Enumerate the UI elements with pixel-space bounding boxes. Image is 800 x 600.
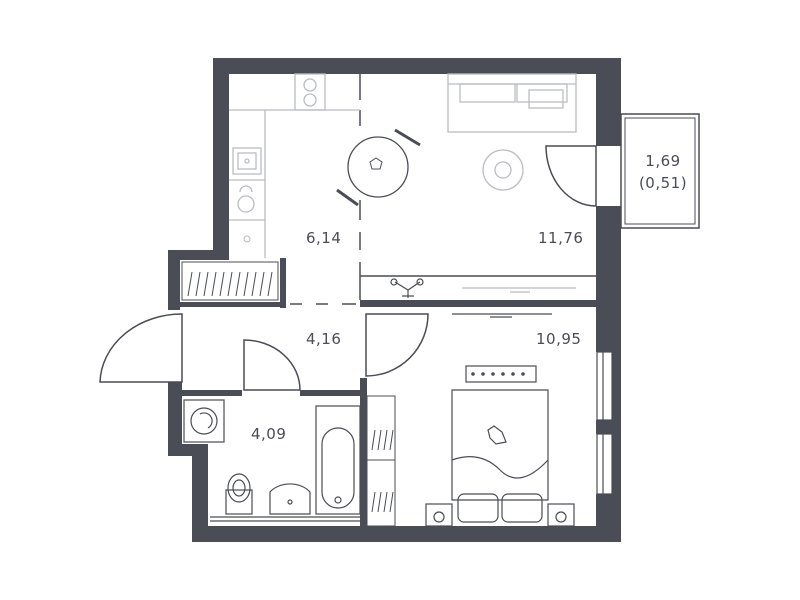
thin-partitions bbox=[290, 74, 596, 305]
balcony-door bbox=[545, 145, 597, 207]
tv-icon bbox=[452, 313, 552, 318]
bedroom-windows bbox=[596, 351, 613, 495]
balcony-reduced-area: (0,51) bbox=[638, 174, 688, 192]
coffee-table-icon bbox=[482, 149, 524, 191]
kitchen-area-label: 6,14 bbox=[306, 229, 342, 247]
bath-shelf-icon bbox=[210, 516, 360, 522]
nightstand-right-icon bbox=[547, 503, 575, 527]
balcony-area: 1,69 bbox=[645, 152, 681, 170]
bathroom-area-label: 4,09 bbox=[251, 425, 287, 443]
bathroom-door bbox=[243, 339, 301, 391]
sofa-icon bbox=[447, 73, 577, 133]
bathtub-icon bbox=[315, 405, 361, 515]
balcony-area-label: 1,69 (0,51) bbox=[636, 150, 690, 194]
walls bbox=[168, 58, 621, 542]
washbasin-icon bbox=[269, 483, 311, 515]
tv-stand-icon bbox=[462, 287, 576, 293]
sink-icon bbox=[232, 147, 262, 175]
bedroom-door bbox=[365, 313, 429, 377]
bedroom-area-label: 10,95 bbox=[536, 330, 582, 348]
wardrobe-icon bbox=[366, 395, 396, 527]
toy-icon bbox=[390, 278, 424, 298]
closet-icon bbox=[181, 261, 279, 301]
entrance-door bbox=[99, 313, 183, 383]
hallway-area-label: 4,16 bbox=[306, 330, 342, 348]
bed-icon bbox=[451, 365, 549, 523]
small-appliance-icon bbox=[243, 235, 251, 243]
dishwasher-icon bbox=[237, 185, 255, 213]
dining-table-icon bbox=[336, 128, 421, 207]
nightstand-left-icon bbox=[425, 503, 453, 527]
toilet-icon bbox=[225, 473, 253, 515]
washing-machine-icon bbox=[183, 399, 225, 443]
balcony bbox=[620, 113, 700, 229]
living-room-area-label: 11,76 bbox=[538, 229, 584, 247]
stove-icon bbox=[294, 73, 326, 111]
